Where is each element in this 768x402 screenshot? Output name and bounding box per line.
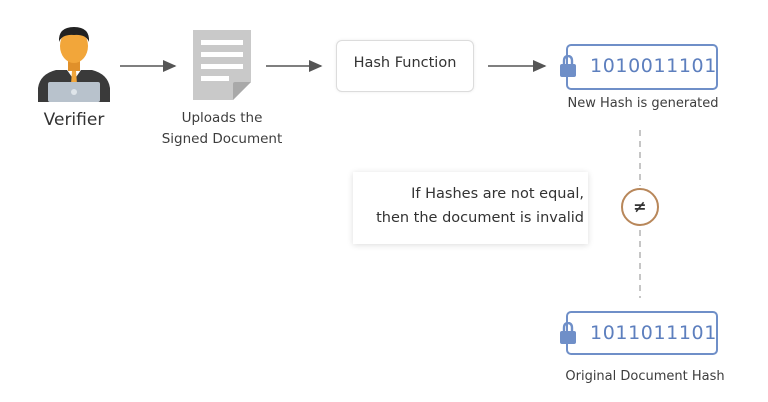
original-hash-value: 1011011101 <box>590 322 717 344</box>
hash-function-label: Hash Function <box>353 55 457 71</box>
not-equal-symbol: ≠ <box>633 197 647 216</box>
lock-icon <box>560 322 576 344</box>
document-label: Uploads the Signed Document <box>150 108 294 150</box>
signed-document-icon <box>193 30 251 100</box>
not-equal-icon: ≠ <box>621 188 659 226</box>
new-hash-value: 1010011101 <box>590 55 717 77</box>
original-hash-box: 1011011101 <box>560 311 718 355</box>
original-hash-caption: Original Document Hash <box>565 369 725 384</box>
new-hash-caption: New Hash is generated <box>567 96 719 111</box>
comparison-note-box: If Hashes are not equal, then the docume… <box>353 172 588 244</box>
document-label-line1: Uploads the <box>181 110 263 126</box>
new-hash-box: 1010011101 <box>560 44 718 90</box>
document-label-line2: Signed Document <box>161 131 283 147</box>
lock-icon <box>560 55 576 77</box>
comparison-note-line2: then the document is invalid <box>376 210 584 226</box>
verifier-label: Verifier <box>43 110 105 130</box>
hash-function-box: Hash Function <box>336 40 474 92</box>
comparison-note-line1: If Hashes are not equal, <box>411 186 584 202</box>
verifier-avatar-icon <box>38 27 110 102</box>
